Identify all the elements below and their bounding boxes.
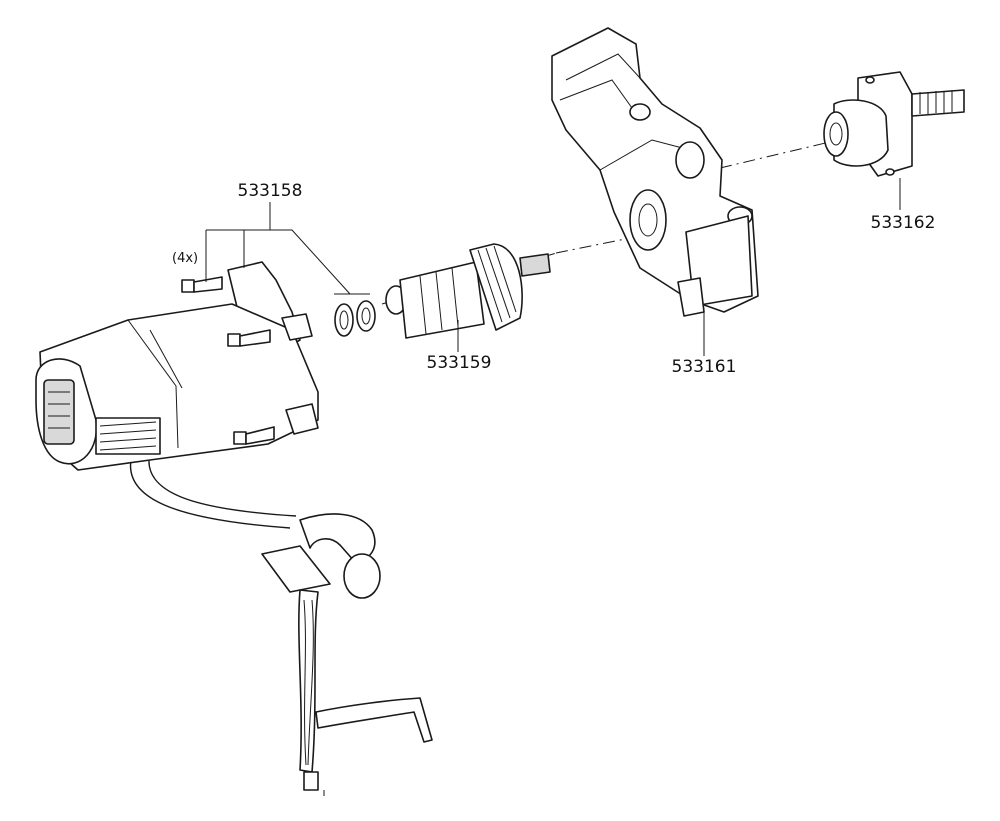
housing-screws	[181, 276, 275, 445]
callout-533159: 533159	[427, 353, 492, 373]
washers	[334, 300, 376, 337]
wire-harness	[129, 451, 433, 796]
screw	[227, 329, 271, 347]
screw	[181, 276, 223, 293]
leader-lines	[205, 178, 901, 356]
screw	[233, 426, 275, 445]
armature	[385, 243, 551, 339]
motor-housing	[35, 261, 319, 471]
callout-533162: 533162	[871, 213, 936, 233]
callout-533161: 533161	[672, 357, 737, 377]
spindle-assembly	[823, 71, 965, 177]
gear-housing	[551, 27, 759, 317]
callout-quantity-4x: (4x)	[172, 251, 198, 266]
callout-533158: 533158	[238, 181, 303, 201]
